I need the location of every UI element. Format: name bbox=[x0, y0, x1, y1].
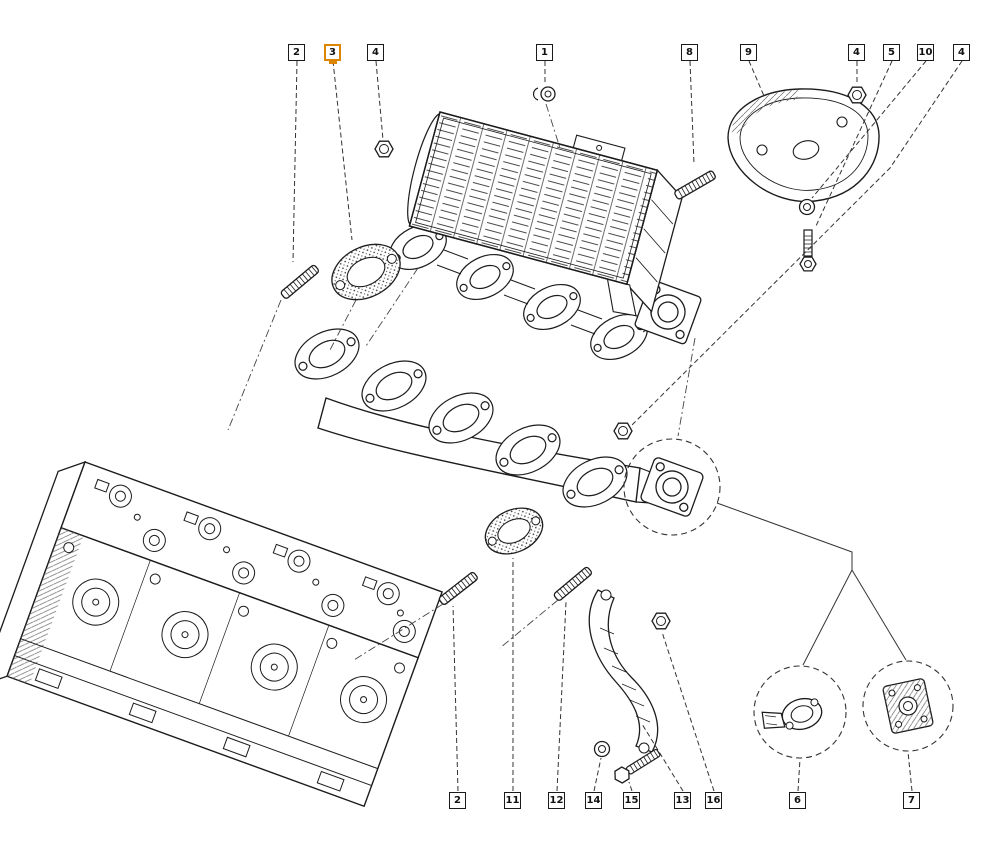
callout-top-10[interactable]: 10 bbox=[917, 44, 934, 61]
manifold-upper-flange-drawing bbox=[389, 223, 702, 361]
outlet-flange-detail bbox=[623, 438, 721, 536]
callout-top-1[interactable]: 1 bbox=[536, 44, 553, 61]
stud-part-12 bbox=[552, 565, 594, 603]
callout-top-4a[interactable]: 4 bbox=[367, 44, 384, 61]
callout-top-8[interactable]: 8 bbox=[681, 44, 698, 61]
callout-bottom-2[interactable]: 2 bbox=[449, 792, 466, 809]
washer-part-14 bbox=[593, 740, 611, 758]
assembly-axis-lines bbox=[227, 103, 696, 661]
callout-bottom-13[interactable]: 13 bbox=[674, 792, 691, 809]
callout-top-9[interactable]: 9 bbox=[740, 44, 757, 61]
flange-gasket-drawing bbox=[484, 507, 544, 555]
stud-part-8 bbox=[673, 169, 718, 201]
callout-bottom-14[interactable]: 14 bbox=[585, 792, 602, 809]
detail-connector-lines bbox=[716, 502, 907, 666]
detail-view-part-7 bbox=[862, 660, 954, 752]
manifold-flange bbox=[294, 328, 628, 508]
callout-top-4c[interactable]: 4 bbox=[953, 44, 970, 61]
nut-part-4-left bbox=[374, 140, 394, 158]
support-bracket-drawing bbox=[588, 589, 659, 754]
callout-top-4b[interactable]: 4 bbox=[848, 44, 865, 61]
detail-view-part-6 bbox=[753, 665, 847, 759]
washer-part-10 bbox=[798, 198, 816, 216]
callout-bottom-12[interactable]: 12 bbox=[548, 792, 565, 809]
egr-cooler-drawing bbox=[407, 111, 683, 317]
exhaust-manifold-drawing bbox=[294, 328, 654, 508]
nut-part-16 bbox=[651, 612, 671, 630]
nut-part-4-right bbox=[847, 86, 867, 104]
heat-shield-drawing bbox=[727, 88, 880, 203]
stud-part-2-top bbox=[279, 263, 321, 301]
callout-bottom-16[interactable]: 16 bbox=[705, 792, 722, 809]
screw-part-5 bbox=[799, 229, 817, 272]
callout-bottom-6[interactable]: 6 bbox=[789, 792, 806, 809]
leader-lines bbox=[292, 60, 963, 792]
fitting-part-1 bbox=[532, 86, 556, 102]
callout-top-5[interactable]: 5 bbox=[883, 44, 900, 61]
callout-bottom-11[interactable]: 11 bbox=[504, 792, 521, 809]
cylinder-head-drawing bbox=[0, 460, 443, 808]
nut-part-4-manifold bbox=[613, 422, 633, 440]
bolt-part-15 bbox=[614, 748, 661, 784]
callout-bottom-7[interactable]: 7 bbox=[903, 792, 920, 809]
stud-part-2-bottom bbox=[437, 570, 480, 607]
callout-bottom-15[interactable]: 15 bbox=[623, 792, 640, 809]
callout-top-3[interactable]: 3 bbox=[324, 44, 341, 61]
callout-top-2[interactable]: 2 bbox=[288, 44, 305, 61]
manifold-gasket-drawing bbox=[331, 243, 401, 301]
